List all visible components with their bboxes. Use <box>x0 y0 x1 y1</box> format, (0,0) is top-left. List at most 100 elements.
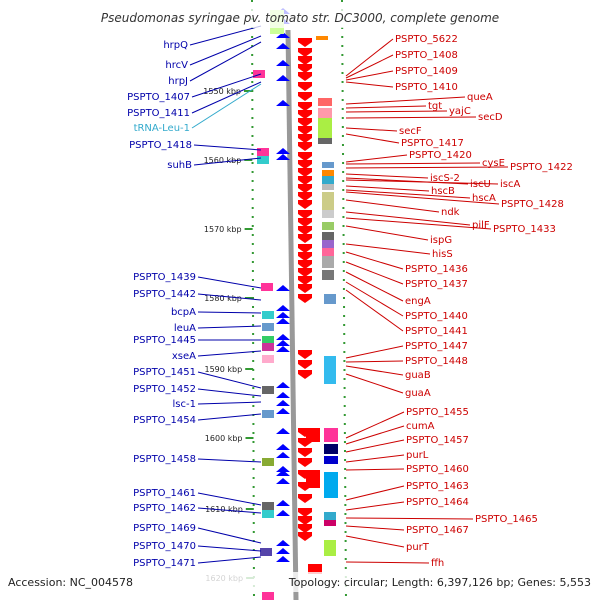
right-connector <box>345 251 404 270</box>
left-gene-box <box>262 510 274 518</box>
right-connector <box>345 561 430 564</box>
right-gene-label: tgt <box>428 101 442 112</box>
left-gene-box <box>260 548 272 556</box>
plus-strand-gene-arrow <box>298 494 312 503</box>
plus-strand-gene-arrow <box>298 56 312 65</box>
plus-strand-gene-arrow <box>298 126 312 135</box>
left-gene-box <box>262 386 274 394</box>
right-connector <box>345 289 404 332</box>
right-connector <box>345 345 404 359</box>
right-gene-label: PSPTO_1463 <box>406 481 469 492</box>
right-gene-label: PSPTO_1436 <box>405 264 468 275</box>
plus-strand-gene-arrow <box>298 458 312 467</box>
right-connector <box>345 116 477 119</box>
right-gene-box <box>324 356 336 384</box>
left-connector <box>189 35 262 66</box>
left-connector <box>197 350 262 357</box>
left-gene-label: lsc-1 <box>173 399 196 410</box>
right-gene-label: iscU <box>470 179 491 190</box>
minus-strand-gene-arrow <box>276 43 290 49</box>
right-gene-box <box>324 294 336 304</box>
plus-strand-gene-arrow <box>298 110 312 119</box>
plus-strand-gene-arrow <box>298 168 312 177</box>
left-gene-box <box>262 410 274 418</box>
right-gene-box <box>322 232 334 240</box>
left-connector <box>197 556 262 564</box>
minus-strand-gene-arrow <box>276 540 290 546</box>
right-gene-label: PSPTO_1422 <box>510 162 573 173</box>
left-gene-box <box>262 592 274 600</box>
left-gene-label: PSPTO_1452 <box>133 384 196 395</box>
minus-strand-gene-arrow <box>276 340 290 346</box>
right-gene-box <box>322 248 334 256</box>
minus-strand-gene-arrow <box>276 312 290 318</box>
plus-strand-gene-arrow <box>298 152 312 161</box>
right-gene-label: PSPTO_1433 <box>493 224 556 235</box>
right-gene-label: PSPTO_1465 <box>475 514 538 525</box>
left-connector <box>191 73 262 98</box>
right-connector <box>345 411 405 439</box>
right-connector <box>345 517 474 520</box>
right-connector <box>345 217 492 230</box>
minus-strand-gene-arrow <box>276 346 290 352</box>
minus-strand-gene-arrow <box>276 452 290 458</box>
right-gene-box <box>318 98 332 106</box>
plus-strand-gene-arrow <box>298 524 312 533</box>
plus-strand-gene-arrow <box>298 160 312 169</box>
right-connector <box>345 211 471 226</box>
scale-label: 1590 kbp <box>204 365 242 374</box>
left-gene-label: xseA <box>172 351 196 362</box>
left-gene-box <box>262 343 274 351</box>
right-gene-box <box>322 170 334 176</box>
plus-strand-gene-arrow <box>298 448 312 457</box>
right-gene-label: PSPTO_1440 <box>405 311 468 322</box>
left-gene-box <box>261 283 273 291</box>
right-connector <box>345 365 404 376</box>
scale-label: 1570 kbp <box>204 225 242 234</box>
right-gene-label: purT <box>406 542 430 553</box>
right-gene-label: PSPTO_1455 <box>406 407 469 418</box>
right-connector <box>345 373 404 394</box>
plus-strand-gene-arrow <box>298 284 312 293</box>
left-gene-box <box>262 323 274 331</box>
right-gene-label: cysE <box>482 158 505 169</box>
left-gene-label: hrpJ <box>168 76 188 87</box>
plus-strand-gene-arrow <box>298 210 312 219</box>
minus-strand-gene-arrow <box>276 510 290 516</box>
left-gene-label: PSPTO_1451 <box>133 367 196 378</box>
right-gene-box <box>324 472 338 498</box>
plus-strand-gene-arrow <box>298 360 312 369</box>
right-gene-box <box>318 108 332 118</box>
left-gene-box <box>262 355 274 363</box>
right-gene-label: hisS <box>432 249 453 260</box>
minus-strand-gene-arrow <box>276 382 290 388</box>
plus-strand-gene-arrow <box>298 218 312 227</box>
left-connector <box>197 545 262 552</box>
minus-strand-gene-arrow <box>276 32 290 38</box>
plus-strand-gene-arrow <box>298 276 312 285</box>
left-gene-label: PSPTO_1445 <box>133 335 196 346</box>
right-gene-box <box>324 540 336 556</box>
topology-text: Topology: circular; Length: 6,397,126 bp… <box>288 576 591 589</box>
left-gene-box <box>257 156 269 164</box>
right-gene-labels: PSPTO_5622PSPTO_1408PSPTO_1409PSPTO_1410… <box>395 34 573 569</box>
right-connector <box>345 261 404 285</box>
scale-label: 1610 kbp <box>205 505 243 514</box>
right-connector <box>345 243 431 255</box>
right-gene-label: PSPTO_1447 <box>405 341 468 352</box>
plus-strand-gene-arrow <box>298 508 312 517</box>
right-gene-label: PSPTO_1417 <box>401 138 464 149</box>
right-connector <box>345 38 394 77</box>
left-gene-labels: hrpQhrcVhrpJPSPTO_1407PSPTO_1411tRNA-Leu… <box>127 40 196 569</box>
accession-text: Accession: NC_004578 <box>8 576 133 589</box>
right-gene-box <box>322 270 334 280</box>
gene-tracks <box>251 0 347 600</box>
minus-strand-gene-arrow <box>276 500 290 506</box>
left-gene-label: PSPTO_1461 <box>133 488 196 499</box>
right-gene-box <box>322 192 334 210</box>
plus-strand-gene-arrow <box>298 38 312 47</box>
minus-strand-gene-arrow <box>276 408 290 414</box>
left-connector <box>193 144 262 151</box>
